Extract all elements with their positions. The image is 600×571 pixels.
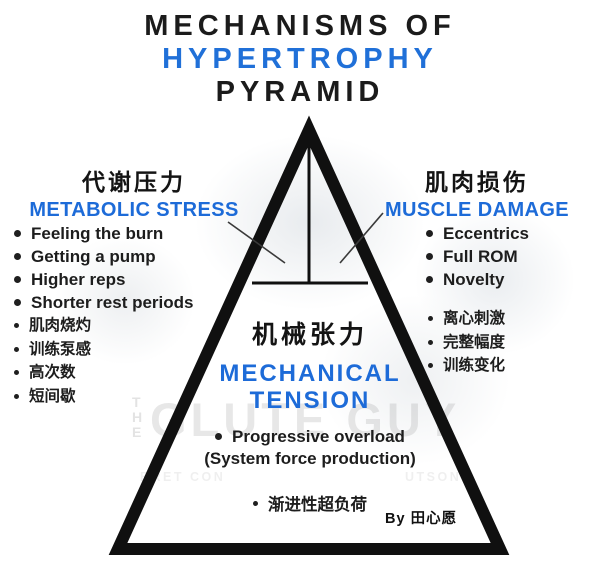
mechanical-tension-title-en-line1: MECHANICAL xyxy=(219,360,401,387)
list-item-label: 渐进性超负荷 xyxy=(268,496,367,514)
list-item-label: Novelty xyxy=(443,270,505,289)
bullet-icon xyxy=(14,393,19,399)
list-item: Novelty xyxy=(426,268,586,291)
mechanical-tension-title-zh: 机械张力 xyxy=(251,321,368,349)
bullet-icon xyxy=(426,230,433,237)
bullet-icon xyxy=(14,276,21,283)
watermark-vertical-text: THE xyxy=(132,394,143,440)
metabolic-stress-list-zh: 肌肉烧灼 训练泵感 高次数 短间歇 xyxy=(14,314,254,408)
muscle-damage-list-en: Eccentrics Full ROM Novelty xyxy=(426,222,586,291)
watermark-fragment-left: BRET CON xyxy=(140,470,226,484)
title-line-2: HYPERTROPHY xyxy=(162,43,438,75)
list-item-label: Eccentrics xyxy=(443,224,529,243)
muscle-damage-pointer-line xyxy=(339,212,384,264)
list-item-sub-label: (System force production) xyxy=(204,449,416,468)
list-item-label: Higher reps xyxy=(31,270,126,289)
bullet-icon xyxy=(14,323,19,328)
list-item-label: Shorter rest periods xyxy=(31,293,194,312)
list-item: Progressive overload xyxy=(170,426,450,448)
muscle-damage-section: 肌肉损伤 MUSCLE DAMAGE Eccentrics Full ROM N… xyxy=(368,169,586,378)
title-line-1: MECHANISMS OF xyxy=(144,10,456,42)
list-item-label: 离心刺激 xyxy=(443,310,506,327)
list-item: 训练变化 xyxy=(428,354,586,378)
metabolic-stress-pointer-line xyxy=(227,221,286,264)
list-item: 离心刺激 xyxy=(428,307,586,331)
list-item: Eccentrics xyxy=(426,222,586,245)
list-item-label: Getting a pump xyxy=(31,247,156,266)
bullet-icon xyxy=(215,433,223,440)
list-item: 训练泵感 xyxy=(14,338,254,362)
bullet-icon xyxy=(426,276,433,283)
list-item: Higher reps xyxy=(14,268,254,291)
bullet-icon xyxy=(428,339,433,345)
bullet-icon xyxy=(253,501,258,506)
mechanical-tension-title-en-line2: TENSION xyxy=(249,387,371,414)
metabolic-stress-list-en: Feeling the burn Getting a pump Higher r… xyxy=(14,222,254,314)
list-item-label: Progressive overload xyxy=(232,427,405,446)
page-title: MECHANISMS OF HYPERTROPHY PYRAMID xyxy=(0,10,600,109)
background-blob xyxy=(320,295,510,465)
list-item-label: Feeling the burn xyxy=(31,224,164,243)
pyramid-outline xyxy=(108,115,510,555)
list-item-label: Full ROM xyxy=(443,247,518,266)
bullet-icon xyxy=(14,370,19,375)
metabolic-stress-title-en: METABOLIC STRESS xyxy=(29,199,239,221)
list-item: 肌肉烧灼 xyxy=(14,314,254,338)
bullet-icon xyxy=(428,316,433,321)
mechanical-tension-section: 机械张力 MECHANICAL TENSION Progressive over… xyxy=(170,321,450,516)
list-item: Getting a pump xyxy=(14,245,254,268)
bullet-icon xyxy=(428,363,433,368)
author-credit: By 田心愿 xyxy=(385,511,458,527)
metabolic-stress-title-zh: 代谢压力 xyxy=(82,169,186,195)
list-item: 短间歇 xyxy=(14,385,254,409)
bullet-icon xyxy=(14,230,21,237)
watermark-fragment-right: UTSON xyxy=(405,470,462,484)
list-item-label: 完整幅度 xyxy=(443,333,506,351)
bullet-icon xyxy=(14,299,21,306)
list-item: Feeling the burn xyxy=(14,222,254,245)
title-line-3: PYRAMID xyxy=(215,76,385,108)
bullet-icon xyxy=(14,346,19,352)
muscle-damage-list-zh: 离心刺激 完整幅度 训练变化 xyxy=(428,307,586,378)
list-item-label: 肌肉烧灼 xyxy=(29,317,92,334)
metabolic-stress-section: 代谢压力 METABOLIC STRESS Feeling the burn G… xyxy=(14,169,254,408)
list-item-label: 高次数 xyxy=(29,364,76,381)
bullet-icon xyxy=(14,253,21,260)
muscle-damage-title-zh: 肌肉损伤 xyxy=(425,169,529,195)
list-item-label: 训练变化 xyxy=(443,357,506,374)
list-item: 渐进性超负荷 xyxy=(170,494,450,516)
list-item: Full ROM xyxy=(426,245,586,268)
bullet-icon xyxy=(426,253,433,260)
list-item: 完整幅度 xyxy=(428,331,586,355)
list-item-label: 训练泵感 xyxy=(29,340,92,358)
list-item: Shorter rest periods xyxy=(14,291,254,314)
list-item-label: 短间歇 xyxy=(29,387,76,405)
watermark-main-text: GLUTE GUY xyxy=(150,393,461,446)
background-blob xyxy=(55,235,195,365)
list-item: 高次数 xyxy=(14,361,254,385)
muscle-damage-title-en: MUSCLE DAMAGE xyxy=(384,199,570,221)
